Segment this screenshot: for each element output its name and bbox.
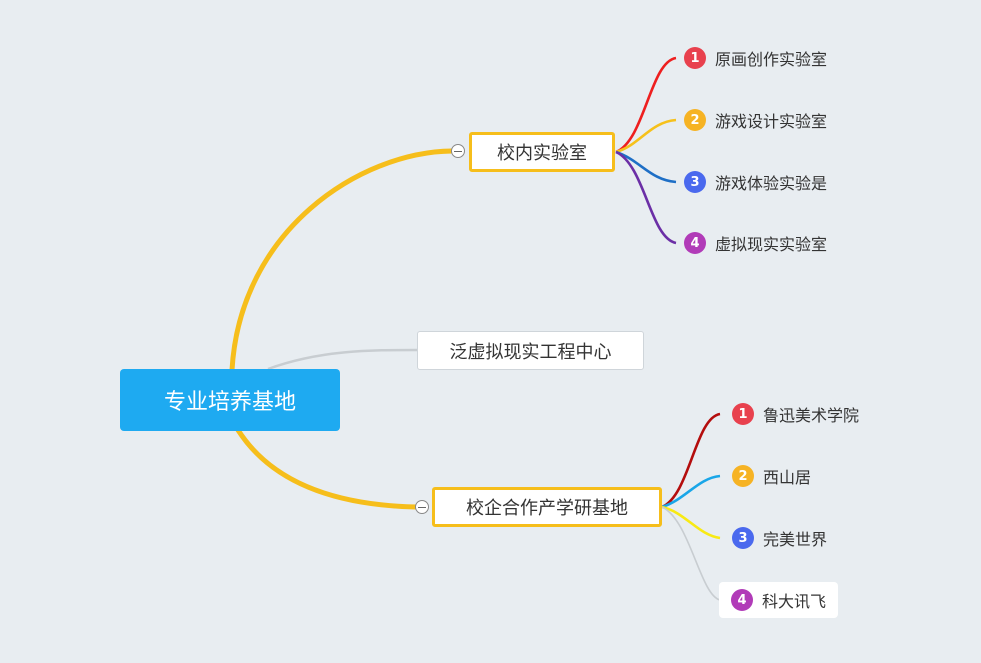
leaf-label: 虚拟现实实验室 (715, 235, 828, 254)
root-node[interactable]: 专业培养基地 (120, 369, 340, 431)
leaf-node[interactable]: 3 完美世界 (732, 526, 827, 550)
root-label: 专业培养基地 (163, 390, 296, 415)
number-badge-icon: 4 (731, 589, 753, 611)
leaf-node[interactable]: 2 西山居 (732, 464, 811, 488)
branch-label: 泛虚拟现实工程中心 (449, 341, 612, 363)
leaf-node[interactable]: 1 鲁迅美术学院 (732, 402, 859, 426)
leaf-label: 游戏设计实验室 (715, 112, 828, 131)
leaf-node[interactable]: 4 虚拟现实实验室 (684, 231, 827, 255)
branch-node-campus-labs[interactable]: 校内实验室 (469, 132, 615, 172)
number-badge-icon: 2 (732, 465, 754, 487)
branch-node-vr-center[interactable]: 泛虚拟现实工程中心 (417, 331, 644, 370)
branch-label: 校内实验室 (497, 143, 587, 164)
number-badge-icon: 3 (732, 527, 754, 549)
leaf-node[interactable]: 2 游戏设计实验室 (684, 108, 827, 132)
leaf-label: 西山居 (763, 468, 812, 487)
leaf-label: 鲁迅美术学院 (763, 406, 860, 425)
number-badge-icon: 1 (732, 403, 754, 425)
branch-node-industry-base[interactable]: 校企合作产学研基地 (432, 487, 662, 527)
leaf-label: 科大讯飞 (762, 592, 827, 611)
number-badge-icon: 2 (684, 109, 706, 131)
collapse-toggle-icon[interactable] (415, 500, 429, 514)
leaf-label: 原画创作实验室 (715, 50, 828, 69)
branch-label: 校企合作产学研基地 (466, 498, 628, 519)
leaf-label: 完美世界 (763, 530, 828, 549)
leaf-node-selected[interactable]: 4 科大讯飞 (719, 582, 839, 618)
number-badge-icon: 3 (684, 171, 706, 193)
number-badge-icon: 1 (684, 47, 706, 69)
leaf-node[interactable]: 3 游戏体验实验是 (684, 170, 827, 194)
leaf-node[interactable]: 1 原画创作实验室 (684, 46, 827, 70)
collapse-toggle-icon[interactable] (451, 144, 465, 158)
number-badge-icon: 4 (684, 232, 706, 254)
leaf-label: 游戏体验实验是 (715, 174, 828, 193)
